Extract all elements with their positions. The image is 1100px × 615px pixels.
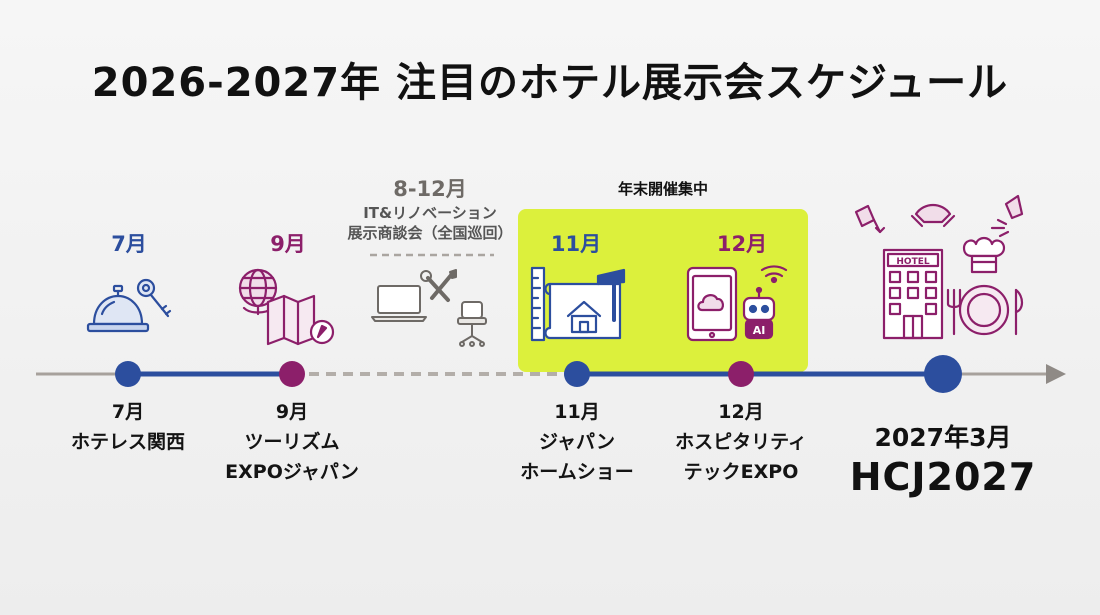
event-3-name-line1: ジャパン bbox=[538, 431, 615, 453]
timeline-arrowhead bbox=[1046, 364, 1066, 384]
event-1-top-month: 7月 bbox=[111, 232, 147, 256]
hotel-food-service-icon: HOTEL bbox=[854, 194, 1024, 340]
event-3-top-month: 11月 bbox=[550, 232, 602, 256]
event-4-name-line2: テックEXPO bbox=[683, 461, 799, 483]
event-4-month: 12月 bbox=[718, 401, 764, 423]
event-2-name-line2: EXPOジャパン bbox=[225, 461, 359, 483]
milestone-dot-jul bbox=[115, 361, 141, 387]
milestone-dot-sep bbox=[279, 361, 305, 387]
it-renovation-subtitle: 展示商談会（全国巡回） bbox=[347, 224, 513, 242]
globe-map-compass-icon bbox=[238, 268, 335, 346]
timeline bbox=[36, 355, 1066, 393]
page-title: 2026-2027年 注目のホテル展示会スケジュール bbox=[91, 60, 1009, 106]
event-1-name: ホテレス関西 bbox=[70, 431, 185, 453]
milestone-dot-nov bbox=[564, 361, 590, 387]
svg-text:HOTEL: HOTEL bbox=[896, 257, 929, 267]
milestone-dot-mar-2027 bbox=[924, 355, 962, 393]
it-renovation-title: IT&リノベーション bbox=[363, 204, 497, 222]
event-1-month: 7月 bbox=[111, 401, 145, 423]
year-end-highlight-label: 年末開催集中 bbox=[617, 180, 708, 198]
service-bell-key-icon bbox=[86, 278, 172, 333]
event-3-name-line2: ホームショー bbox=[520, 461, 634, 483]
final-event-name: HCJ2027 bbox=[849, 455, 1037, 499]
svg-text:AI: AI bbox=[753, 324, 766, 337]
event-4-name-line1: ホスピタリティ bbox=[675, 431, 807, 453]
event-3-month: 11月 bbox=[554, 401, 600, 423]
tablet-cloud-ai-robot-icon: AI bbox=[686, 265, 788, 342]
laptop-tools-chair-icon bbox=[371, 269, 487, 347]
event-4-top-month: 12月 bbox=[716, 232, 768, 256]
it-renovation-period: 8-12月 bbox=[393, 177, 467, 201]
event-2-top-month: 9月 bbox=[270, 232, 306, 256]
it-renovation-divider bbox=[370, 253, 494, 257]
final-event-date: 2027年3月 bbox=[874, 423, 1012, 452]
milestone-dot-dec bbox=[728, 361, 754, 387]
event-2-name-line1: ツーリズム bbox=[244, 431, 340, 453]
blueprint-house-hammer-icon bbox=[530, 266, 626, 342]
event-2-month: 9月 bbox=[275, 401, 309, 423]
